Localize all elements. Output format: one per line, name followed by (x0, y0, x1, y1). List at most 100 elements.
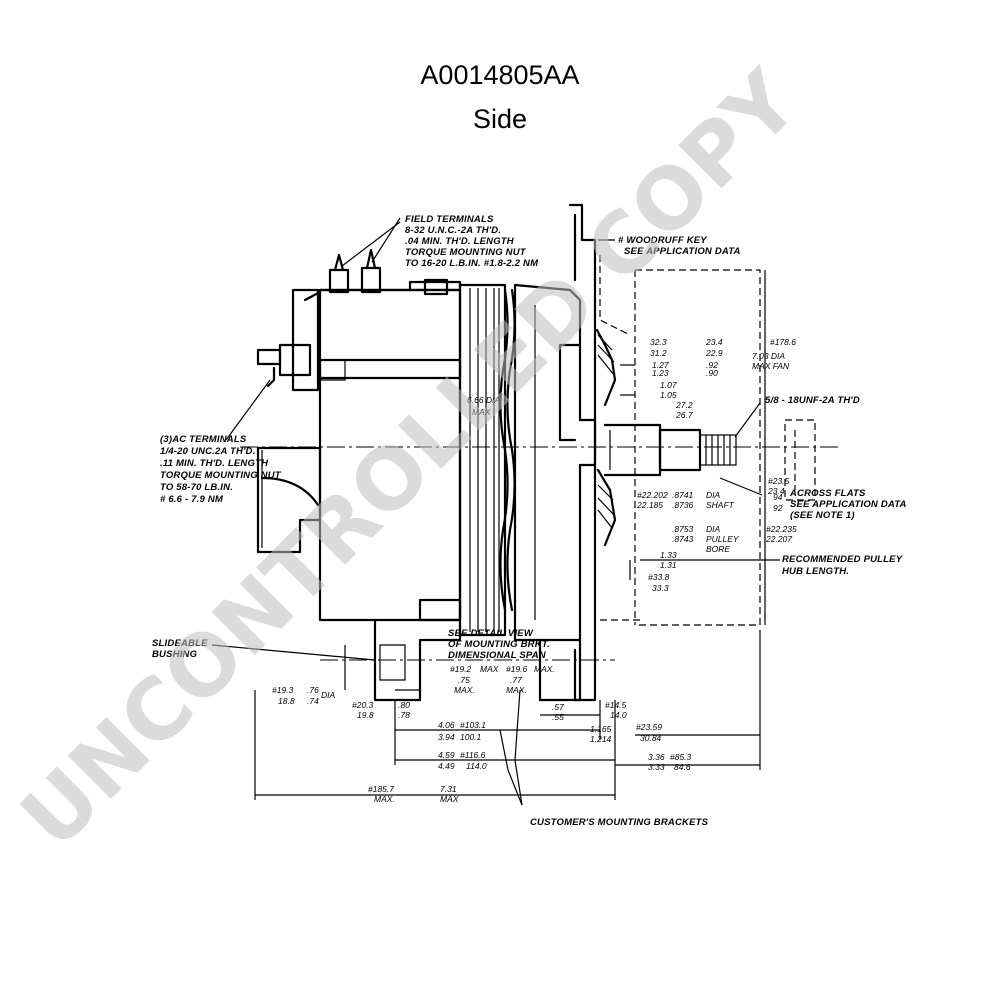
dimension-lines (254, 270, 766, 800)
dim-label: 6.66 DIA (467, 395, 500, 405)
dim-label: 33.3 (652, 583, 669, 593)
note-line: (SEE NOTE 1) (790, 510, 855, 521)
ac-terminals-note: (3)AC TERMINALS 1/4-20 UNC.2A TH'D. .11 … (160, 434, 282, 505)
watermark: UNCONTROLLED COPY (2, 51, 817, 866)
drawing-subtitle: Side (472, 104, 528, 134)
dim-label: 100.1 (460, 732, 482, 742)
dim-label: MAX. (534, 664, 555, 674)
dim-label: 31.2 (650, 348, 667, 358)
dim-label: 23.4 (767, 486, 785, 496)
dim-label: 1.31 (660, 560, 677, 570)
dim-label: MAX (480, 664, 499, 674)
recommended-pulley-note: RECOMMENDED PULLEY HUB LENGTH. (782, 554, 904, 577)
slideable-bushing-note: SLIDEABLE BUSHING (152, 638, 208, 660)
drawing-title: A0014805AA (420, 60, 580, 90)
dim-label: #23.59 (636, 722, 662, 732)
dim-label: 1.07 (660, 380, 677, 390)
dim-label: 30.84 (640, 733, 662, 743)
dim-label: .8741 (672, 490, 694, 500)
dim-label: MAX FAN (752, 361, 790, 371)
dim-label: #19.6 (506, 664, 528, 674)
dim-label: 4.06 (438, 720, 455, 730)
note-line: ACROSS FLATS (789, 488, 866, 499)
note-line: BUSHING (152, 649, 198, 660)
dim-label: 3.36 (648, 752, 665, 762)
dim-label: 18.8 (278, 696, 295, 706)
dim-label: 22.185 (636, 500, 663, 510)
dim-label: .80 (398, 700, 410, 710)
thread-note: 5/8 - 18UNF-2A TH'D (765, 395, 860, 406)
note-line: SEE APPLICATION DATA (790, 499, 907, 510)
alternator-housing (240, 203, 840, 702)
dim-label: 22.207 (765, 534, 792, 544)
note-line: SEE DETAIL VIEW (448, 628, 534, 639)
dim-label: .92 (706, 360, 718, 370)
dimension-labels: #178.6 7.03 DIA MAX FAN 32.3 31.2 23.4 2… (272, 337, 797, 804)
dim-label: #19.3 (272, 685, 294, 695)
dim-label: .8743 (672, 534, 694, 544)
dim-label: 26.7 (675, 410, 693, 420)
note-line: .04 MIN. TH'D. LENGTH (405, 236, 515, 247)
note-line: RECOMMENDED PULLEY (782, 554, 904, 565)
dim-label: .8753 (672, 524, 694, 534)
note-line: # 6.6 - 7.9 NM (160, 494, 224, 505)
field-terminals (328, 248, 382, 294)
dim-label: 22.9 (705, 348, 723, 358)
dim-label: MAX (440, 794, 459, 804)
leader-lines (211, 217, 780, 806)
dim-label: #22.202 (637, 490, 668, 500)
dim-label: 32.3 (650, 337, 667, 347)
dim-label: 3.94 (438, 732, 455, 742)
dim-label: .75 (458, 675, 470, 685)
dim-label: 92 (773, 503, 783, 513)
note-line: SLIDEABLE (152, 638, 208, 649)
dim-label: 1.165 (590, 724, 612, 734)
dim-label: 3.33 (648, 762, 665, 772)
dim-label: #178.6 (770, 337, 796, 347)
dim-label: #19.2 (450, 664, 472, 674)
note-line: (3)AC TERMINALS (160, 434, 247, 445)
note-line: TORQUE MOUNTING NUT (405, 247, 527, 258)
dim-label: 4.49 (438, 761, 455, 771)
note-line: # WOODRUFF KEY (618, 235, 708, 246)
dim-label: 27.2 (675, 400, 693, 410)
note-line: FIELD TERMINALS (405, 214, 494, 225)
dim-label: #20.3 (352, 700, 374, 710)
dim-label: 19.8 (357, 710, 374, 720)
note-line: .11 MIN. TH'D. LENGTH (160, 458, 269, 469)
dim-label: 1.23 (652, 368, 669, 378)
note-line: 1/4-20 UNC.2A TH'D. (160, 446, 255, 457)
dim-label: #116.6 (460, 750, 486, 760)
note-line: TO 58-70 LB.IN. (160, 482, 233, 493)
dim-label: MAX. (506, 685, 527, 695)
customers-brackets-note: CUSTOMER'S MOUNTING BRACKETS (530, 817, 709, 828)
dim-label: #33.8 (648, 572, 670, 582)
dim-label: #103.1 (460, 720, 486, 730)
dim-label: .55 (552, 712, 564, 722)
across-flats-note: ACROSS FLATS SEE APPLICATION DATA (SEE N… (789, 488, 907, 521)
dim-label: PULLEY (706, 534, 740, 544)
note-line: TORQUE MOUNTING NUT (160, 470, 282, 481)
dim-label: .57 (552, 702, 564, 712)
note-line: SEE APPLICATION DATA (624, 246, 741, 257)
dim-label: 14.0 (610, 710, 627, 720)
note-line: 8-32 U.N.C.-2A TH'D. (405, 225, 501, 236)
dim-label: .78 (398, 710, 410, 720)
dim-label: BORE (706, 544, 730, 554)
dim-label: 4.59 (438, 750, 455, 760)
field-terminals-note: FIELD TERMINALS 8-32 U.N.C.-2A TH'D. .04… (405, 214, 539, 269)
dim-label: MAX. (374, 794, 395, 804)
dim-label: 1.214 (590, 734, 612, 744)
dim-label: 7.31 (440, 784, 457, 794)
note-line: HUB LENGTH. (782, 566, 849, 577)
dim-label: #85.3 (670, 752, 692, 762)
dim-label: .77 (510, 675, 522, 685)
dim-label: 1.27 (652, 360, 669, 370)
dim-label: 114.0 (466, 761, 487, 771)
dim-label: 7.03 DIA (752, 351, 785, 361)
dim-label: #22.235 (766, 524, 797, 534)
dim-label: MAX. (454, 685, 475, 695)
mounting-detail-note: SEE DETAIL VIEW OF MOUNTING BRKT. DIMENS… (448, 628, 550, 661)
dim-label: .90 (706, 368, 718, 378)
